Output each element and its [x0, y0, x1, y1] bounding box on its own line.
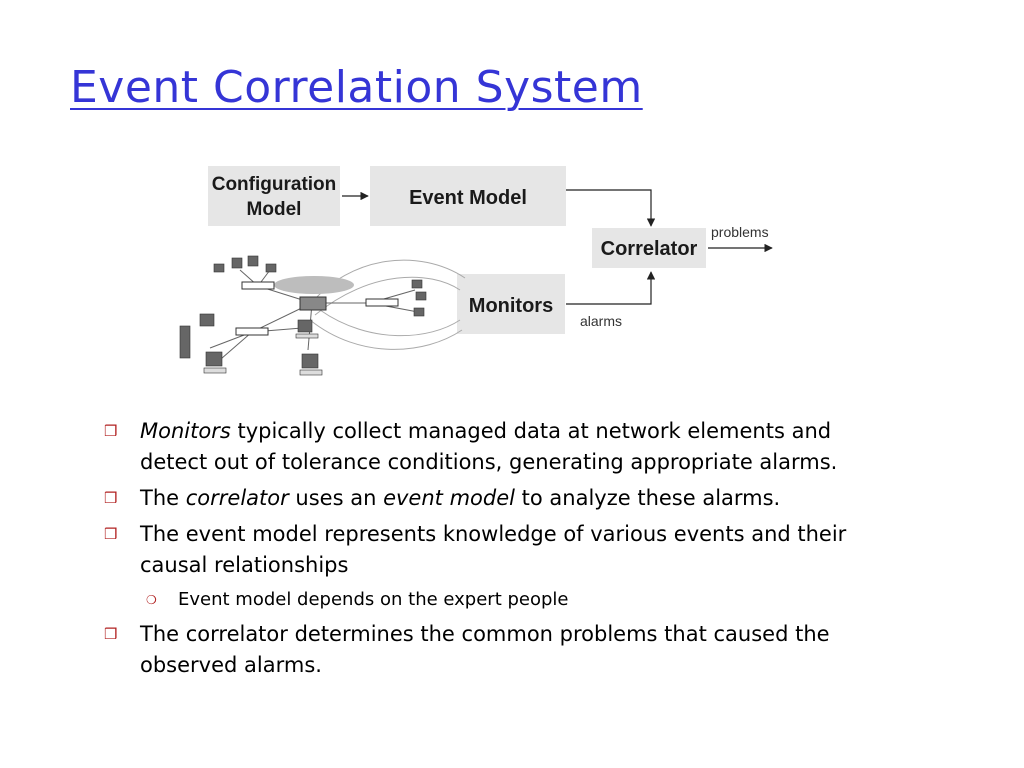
- bullet-text: The correlator uses an event model to an…: [140, 483, 900, 514]
- diagram-svg: Configuration Model Event Model Correlat…: [179, 166, 773, 376]
- network-cloud: [274, 276, 354, 294]
- event-model-box: Event Model: [370, 166, 566, 226]
- bullet-item: ❒ The correlator uses an event model to …: [100, 483, 900, 514]
- event-model-term: event model: [383, 486, 515, 510]
- hub-icon: [241, 281, 275, 290]
- correlator-box: Correlator: [592, 228, 706, 268]
- bullet-item: ❒ The correlator determines the common p…: [100, 619, 900, 681]
- computer-icon: [247, 255, 259, 267]
- configuration-model-box: Configuration Model: [208, 166, 340, 226]
- square-bullet-icon: ❒: [104, 422, 118, 440]
- computer-icon: [265, 263, 277, 273]
- event-model-label: Event Model: [409, 187, 527, 209]
- server-tower-icon: [179, 325, 191, 359]
- bullet-item: ❒ Monitors typically collect managed dat…: [100, 416, 900, 478]
- sub-bullet-item: ❍ Event model depends on the expert peop…: [146, 586, 900, 614]
- switch-icon: [299, 296, 327, 311]
- computer-icon: [205, 351, 223, 367]
- computer-icon: [415, 291, 427, 301]
- square-bullet-icon: ❒: [104, 489, 118, 507]
- sub-bullet-text: Event model depends on the expert people: [178, 589, 569, 610]
- computer-icon: [199, 313, 215, 327]
- monitors-label: Monitors: [469, 295, 553, 317]
- computer-icon: [231, 257, 243, 269]
- circle-bullet-icon: ❍: [146, 593, 157, 607]
- configuration-model-label-2: Model: [247, 199, 302, 220]
- network-illustration: [179, 255, 466, 376]
- bullet-text-rest: typically collect managed data at networ…: [140, 419, 838, 474]
- computer-icon: [411, 279, 423, 289]
- square-bullet-icon: ❒: [104, 625, 118, 643]
- square-bullet-icon: ❒: [104, 525, 118, 543]
- bullet-text: Monitors typically collect managed data …: [140, 416, 900, 478]
- computer-icon: [213, 263, 225, 273]
- bullet-text: The event model represents knowledge of …: [140, 522, 847, 577]
- arrow-monitors-to-correlator: [566, 271, 656, 305]
- computer-icon: [413, 307, 425, 317]
- monitors-term: Monitors: [140, 419, 231, 443]
- bullet-text: The correlator determines the common pro…: [140, 622, 830, 677]
- alarms-label: alarms: [580, 313, 622, 329]
- hub-icon: [235, 327, 269, 336]
- text-fragment: uses an: [288, 486, 384, 510]
- hub-icon: [365, 298, 399, 307]
- configuration-model-label-1: Configuration: [212, 174, 337, 195]
- computer-icon: [297, 319, 313, 333]
- slide-title: Event Correlation System: [70, 62, 643, 113]
- arrow-event-to-correlator: [566, 189, 656, 227]
- computer-icon: [301, 353, 319, 369]
- correlator-label: Correlator: [601, 238, 698, 260]
- text-fragment: The: [140, 486, 186, 510]
- bullet-list: ❒ Monitors typically collect managed dat…: [100, 416, 900, 686]
- event-correlation-diagram: Configuration Model Event Model Correlat…: [170, 160, 810, 390]
- text-fragment: to analyze these alarms.: [514, 486, 781, 510]
- bullet-item: ❒ The event model represents knowledge o…: [100, 519, 900, 581]
- correlator-term: correlator: [185, 486, 289, 510]
- monitors-box: Monitors: [457, 274, 565, 334]
- problems-label: problems: [711, 224, 769, 240]
